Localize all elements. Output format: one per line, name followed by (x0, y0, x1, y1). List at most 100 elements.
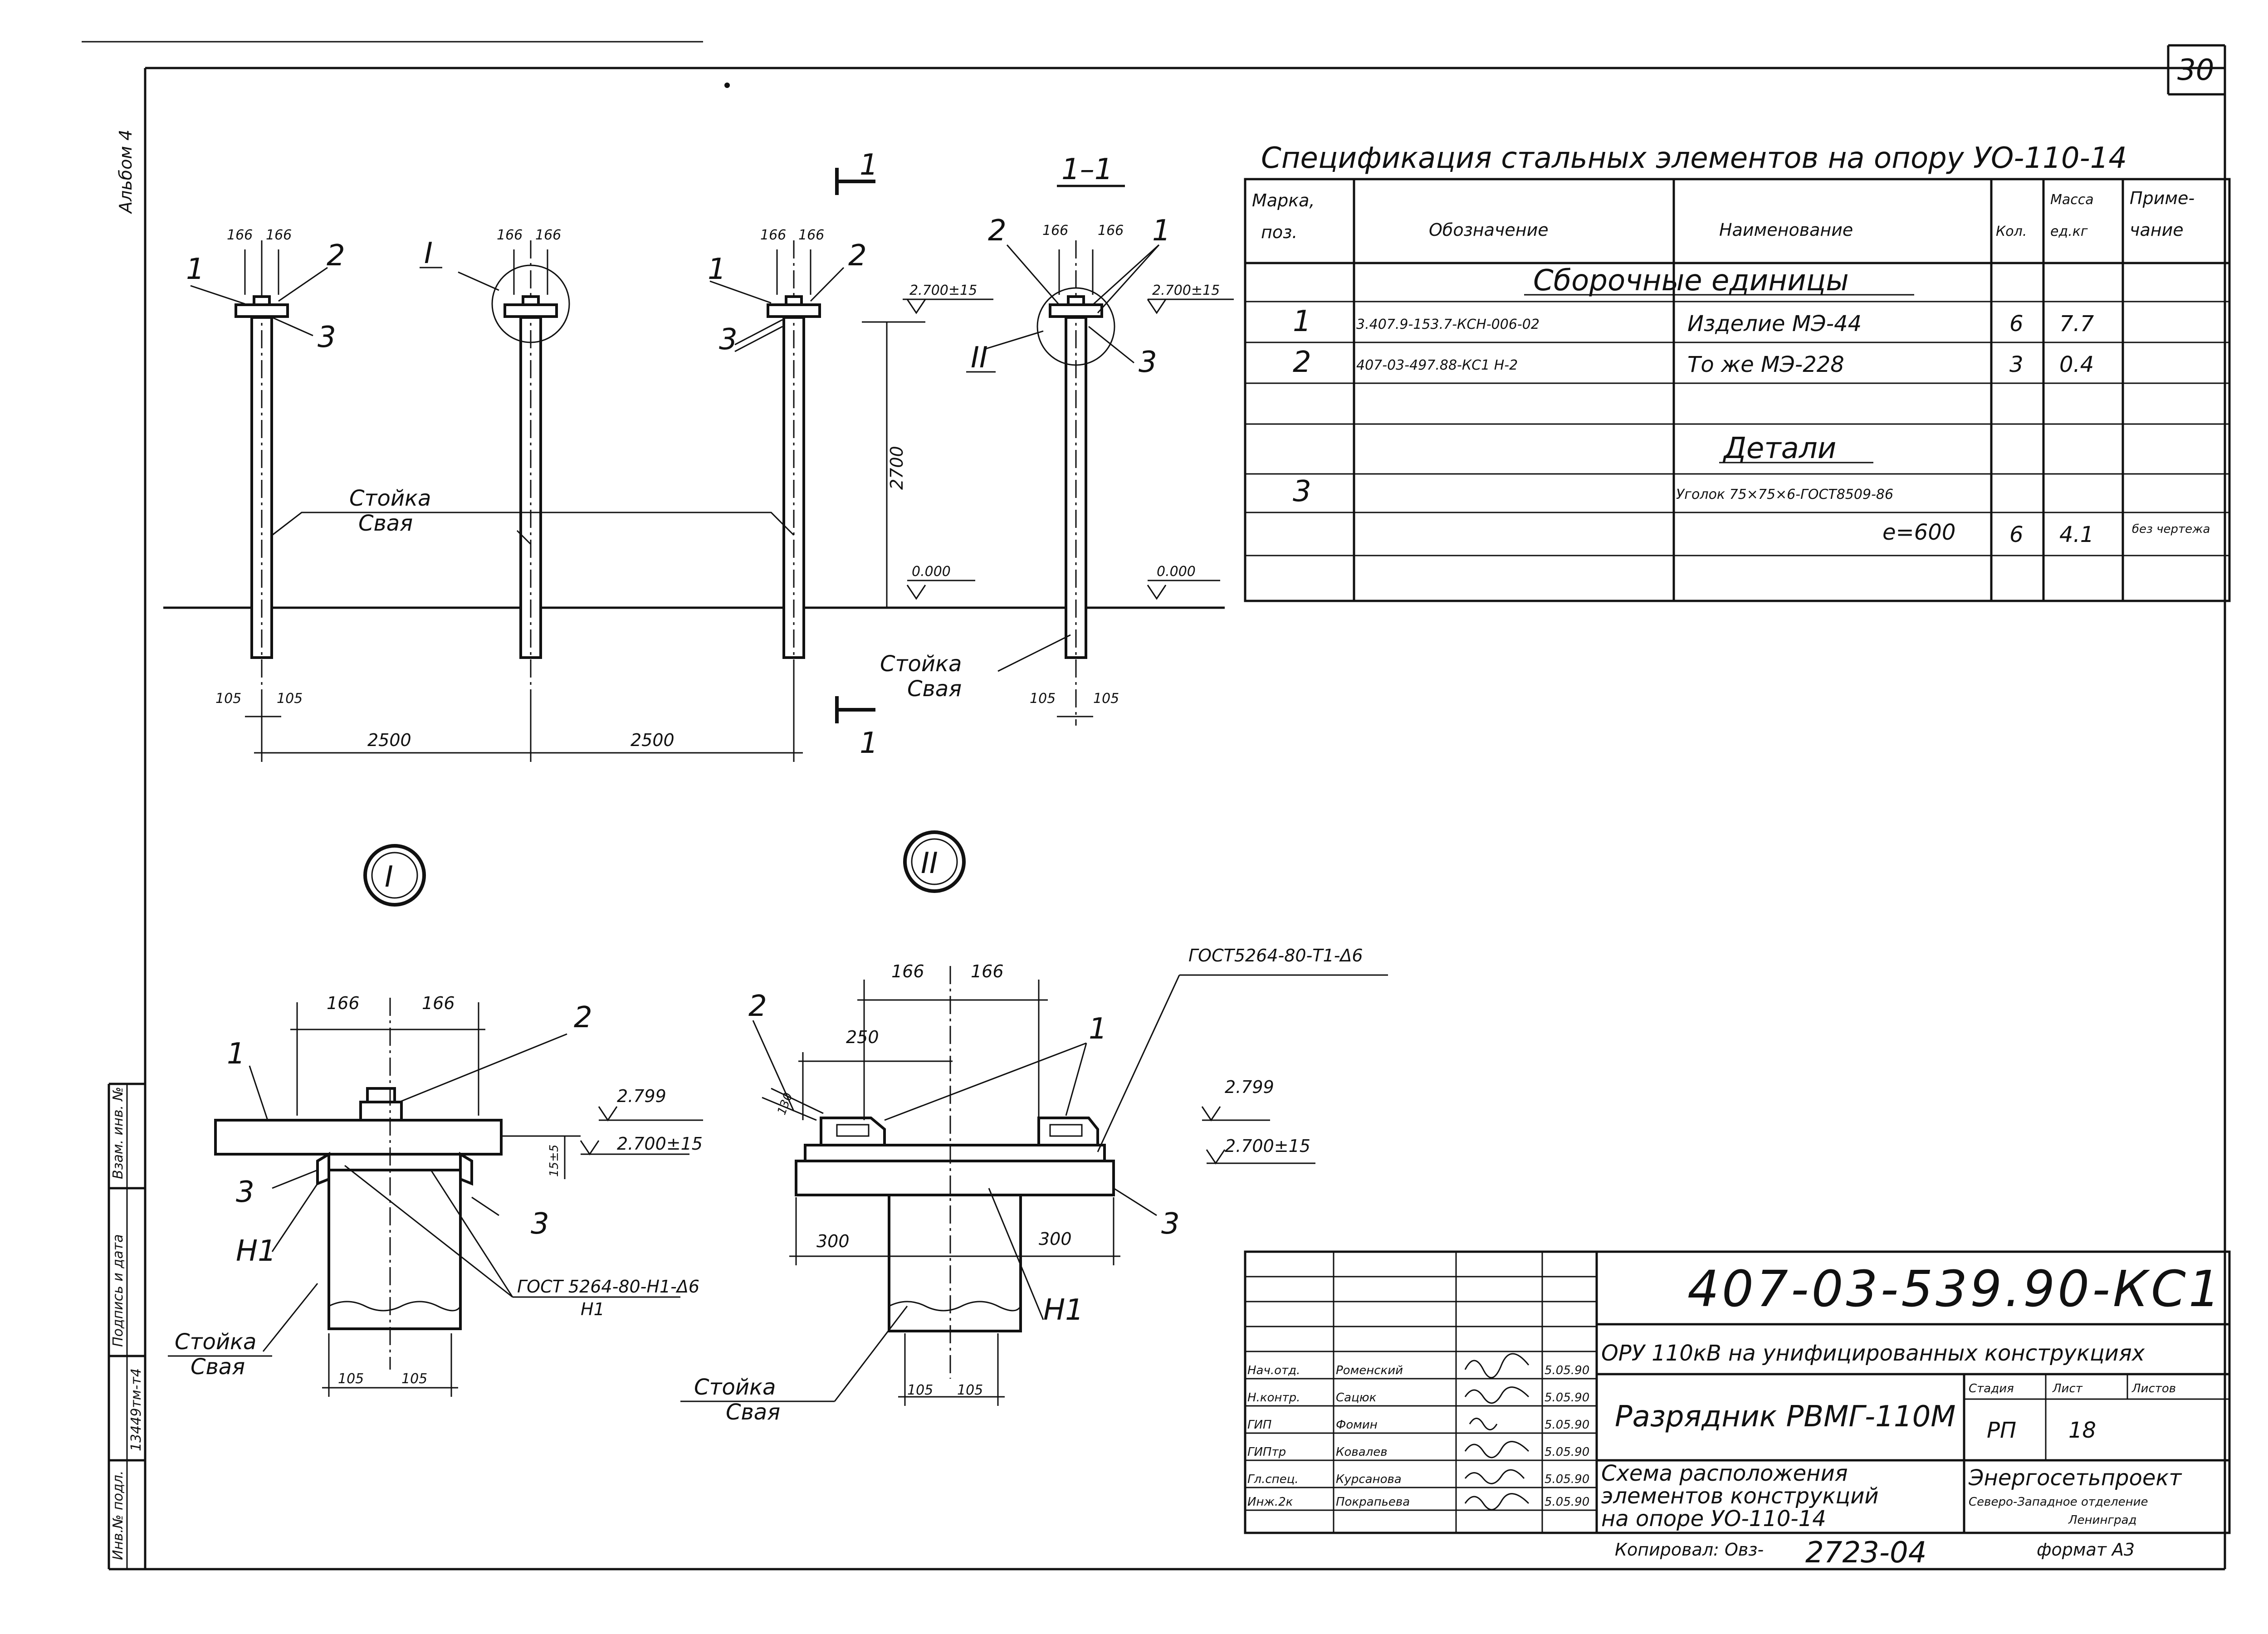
elev-dim-166-h: 166 (1098, 223, 1124, 239)
spec-hdr-kol: Кол. (1996, 224, 2027, 239)
spec-row4-prim: без чертежа (2132, 522, 2210, 536)
spec-row1-massa: 7.7 (2059, 311, 2094, 337)
detail-II-dim-105b: 105 (957, 1382, 983, 1398)
spec-title: Спецификация стальных элементов на опору… (1261, 141, 2127, 175)
spec-hdr-poz: поз. (1261, 222, 1297, 242)
detail-I-title: I (385, 860, 393, 894)
title-drawing-1: Схема расположения (1601, 1461, 1848, 1486)
detail-II-dim-130: 130 (775, 1091, 795, 1117)
elev-dim-2700: 2700 (887, 446, 907, 490)
elev-level-zero-a: 0.000 (912, 564, 951, 580)
title-stage: РП (1987, 1418, 2016, 1443)
detail-II-stoika: Стойка (694, 1375, 776, 1400)
spec-row2-poz: 2 (1293, 346, 1311, 379)
title-sheet: 18 (2068, 1418, 2096, 1443)
elev-label-stoika-a: Стойка (349, 486, 431, 511)
elev-dim-166-a: 166 (227, 227, 253, 243)
detail-II-weld: ГОСТ5264-80-Т1-Δ6 (1188, 946, 1363, 966)
left-strip-inv: Инв.№ подл. (110, 1471, 126, 1560)
elev-callout-II: II (971, 341, 988, 375)
detail-II-level-2799: 2.799 (1225, 1077, 1274, 1097)
elev-mark-3c: 3 (1139, 346, 1157, 379)
detail-II-dim-300b: 300 (1039, 1229, 1072, 1249)
copied-label: Копировал: Овз- (1615, 1540, 1764, 1560)
elev-dim-105-b: 105 (277, 691, 303, 707)
title-sheet-header: Лист (2052, 1382, 2083, 1395)
spec-hdr-marka: Марка, (1252, 190, 1315, 210)
elev-mark-2b: 2 (848, 239, 867, 273)
staff-date-3: 5.05.90 (1545, 1418, 1589, 1432)
detail-I-stoika: Стойка (175, 1329, 256, 1355)
elev-dim-105-d: 105 (1093, 691, 1119, 707)
elev-dim-2500-b: 2500 (631, 730, 675, 750)
staff-date-4: 5.05.90 (1545, 1445, 1589, 1459)
detail-I-dim-166b: 166 (422, 993, 455, 1013)
detail-I-drawing (168, 844, 703, 1397)
detail-II-mark-2: 2 (748, 990, 767, 1023)
spec-hdr-naim: Наименование (1719, 220, 1853, 240)
detail-II-n1: Н1 (1043, 1293, 1084, 1327)
spec-row1-oboz: 3.407.9-153.7-КСН-006-02 (1356, 317, 1540, 332)
spec-table-grid (1244, 178, 2231, 602)
spec-hdr-prim2: чание (2130, 220, 2184, 240)
elev-dim-166-b: 166 (266, 227, 292, 243)
staff-role-2: Н.контр. (1247, 1391, 1300, 1405)
detail-I-dim-166a: 166 (327, 993, 360, 1013)
elev-level-top-b: 2.700±15 (1152, 283, 1220, 298)
title-stage-header: Стадия (1969, 1382, 2014, 1395)
detail-II-mark-1: 1 (1089, 1012, 1107, 1046)
left-strip (108, 1083, 145, 1569)
spec-row1-poz: 1 (1293, 305, 1311, 338)
title-drawing-2: элементов конструкций (1601, 1483, 1879, 1509)
detail-I-weld: ГОСТ 5264-80-Н1-Δ6 (517, 1277, 699, 1297)
elev-label-svaya-b: Свая (907, 676, 962, 702)
format-label: формат А3 (2037, 1540, 2135, 1560)
section-title: 1–1 (1061, 153, 1113, 186)
staff-name-3: Фомин (1336, 1418, 1378, 1432)
elev-mark-3a: 3 (318, 321, 336, 354)
section-mark-top: 1 (860, 148, 878, 182)
elev-dim-166-c: 166 (497, 227, 523, 243)
staff-date-5: 5.05.90 (1545, 1473, 1589, 1486)
spec-hdr-oboz: Обозначение (1429, 220, 1549, 240)
title-object: Разрядник РВМГ-110М (1615, 1400, 1956, 1434)
staff-date-1: 5.05.90 (1545, 1364, 1589, 1377)
detail-II-svaya: Свая (726, 1400, 780, 1425)
staff-date-6: 5.05.90 (1545, 1495, 1589, 1509)
title-block-grid (1244, 1250, 2231, 1534)
elev-dim-166-f: 166 (798, 227, 824, 243)
spec-row2-oboz: 407-03-497.88-КС1 Н-2 (1356, 357, 1518, 373)
elev-level-zero-b: 0.000 (1157, 564, 1196, 580)
spec-row3-naim: Уголок 75×75×6-ГОСТ8509-86 (1676, 487, 1893, 502)
copy-number: 2723-04 (1805, 1536, 1926, 1570)
elev-dim-166-g: 166 (1042, 223, 1068, 239)
section-mark-bottom: 1 (860, 727, 878, 760)
spec-row4-naim: е=600 (1882, 520, 1955, 545)
spec-row2-kol: 3 (2009, 352, 2024, 377)
detail-II-dim-105a: 105 (907, 1382, 933, 1398)
title-org-1: Энергосетьпроект (1968, 1465, 2182, 1491)
staff-role-6: Инж.2к (1247, 1495, 1293, 1509)
title-drawing-3: на опоре УО-110-14 (1601, 1506, 1826, 1532)
staff-name-2: Сацюк (1336, 1391, 1377, 1405)
elev-mark-1a: 1 (186, 253, 205, 286)
detail-I-dim-15: 15±5 (547, 1145, 561, 1177)
detail-II-mark-3: 3 (1161, 1207, 1180, 1241)
album-label: Альбом 4 (116, 130, 136, 215)
elev-dim-105-c: 105 (1030, 691, 1056, 707)
detail-I-dim-105b: 105 (401, 1371, 427, 1387)
detail-II-drawing (680, 830, 1388, 1406)
elev-dim-166-e: 166 (760, 227, 786, 243)
detail-II-dim-166a: 166 (891, 961, 924, 981)
spec-hdr-prim1: Приме- (2130, 188, 2195, 208)
staff-role-3: ГИП (1247, 1418, 1272, 1432)
detail-I-weld-n1: Н1 (581, 1299, 605, 1319)
detail-I-level-2799: 2.799 (617, 1086, 666, 1106)
spec-hdr-massa: Масса (2050, 192, 2094, 208)
left-strip-inv-value: 13449тм-т4 (128, 1368, 144, 1451)
elev-mark-2c: 2 (988, 214, 1007, 248)
elev-dim-105-a: 105 (215, 691, 241, 707)
elev-label-stoika-b: Стойка (880, 651, 962, 677)
detail-I-mark-1: 1 (227, 1037, 245, 1071)
